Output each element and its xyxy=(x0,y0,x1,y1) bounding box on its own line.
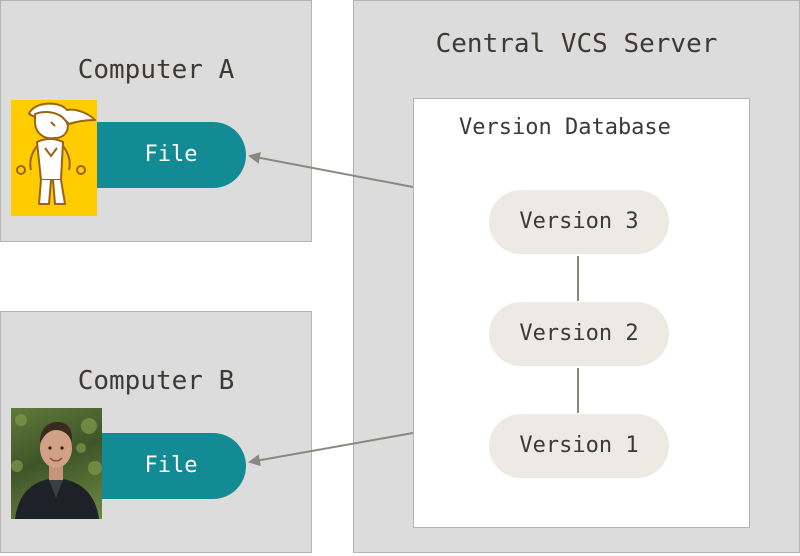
computer-b-title: Computer B xyxy=(77,366,235,396)
person-photo-avatar xyxy=(11,408,102,519)
version-2-pill: Version 2 xyxy=(489,302,669,366)
computer-b-file: File xyxy=(96,433,246,499)
central-vcs-server-title: Central VCS Server xyxy=(435,29,718,59)
arrow-to-computer-b xyxy=(248,432,414,467)
computer-a-file: File xyxy=(96,122,246,188)
version-3-pill: Version 3 xyxy=(489,190,669,254)
version-1-pill: Version 1 xyxy=(489,414,669,478)
yellow-cartoon-avatar-icon xyxy=(11,100,97,216)
computer-a-title: Computer A xyxy=(77,55,235,85)
arrow-to-computer-a xyxy=(248,151,414,188)
version-database-title: Version Database xyxy=(459,115,671,140)
